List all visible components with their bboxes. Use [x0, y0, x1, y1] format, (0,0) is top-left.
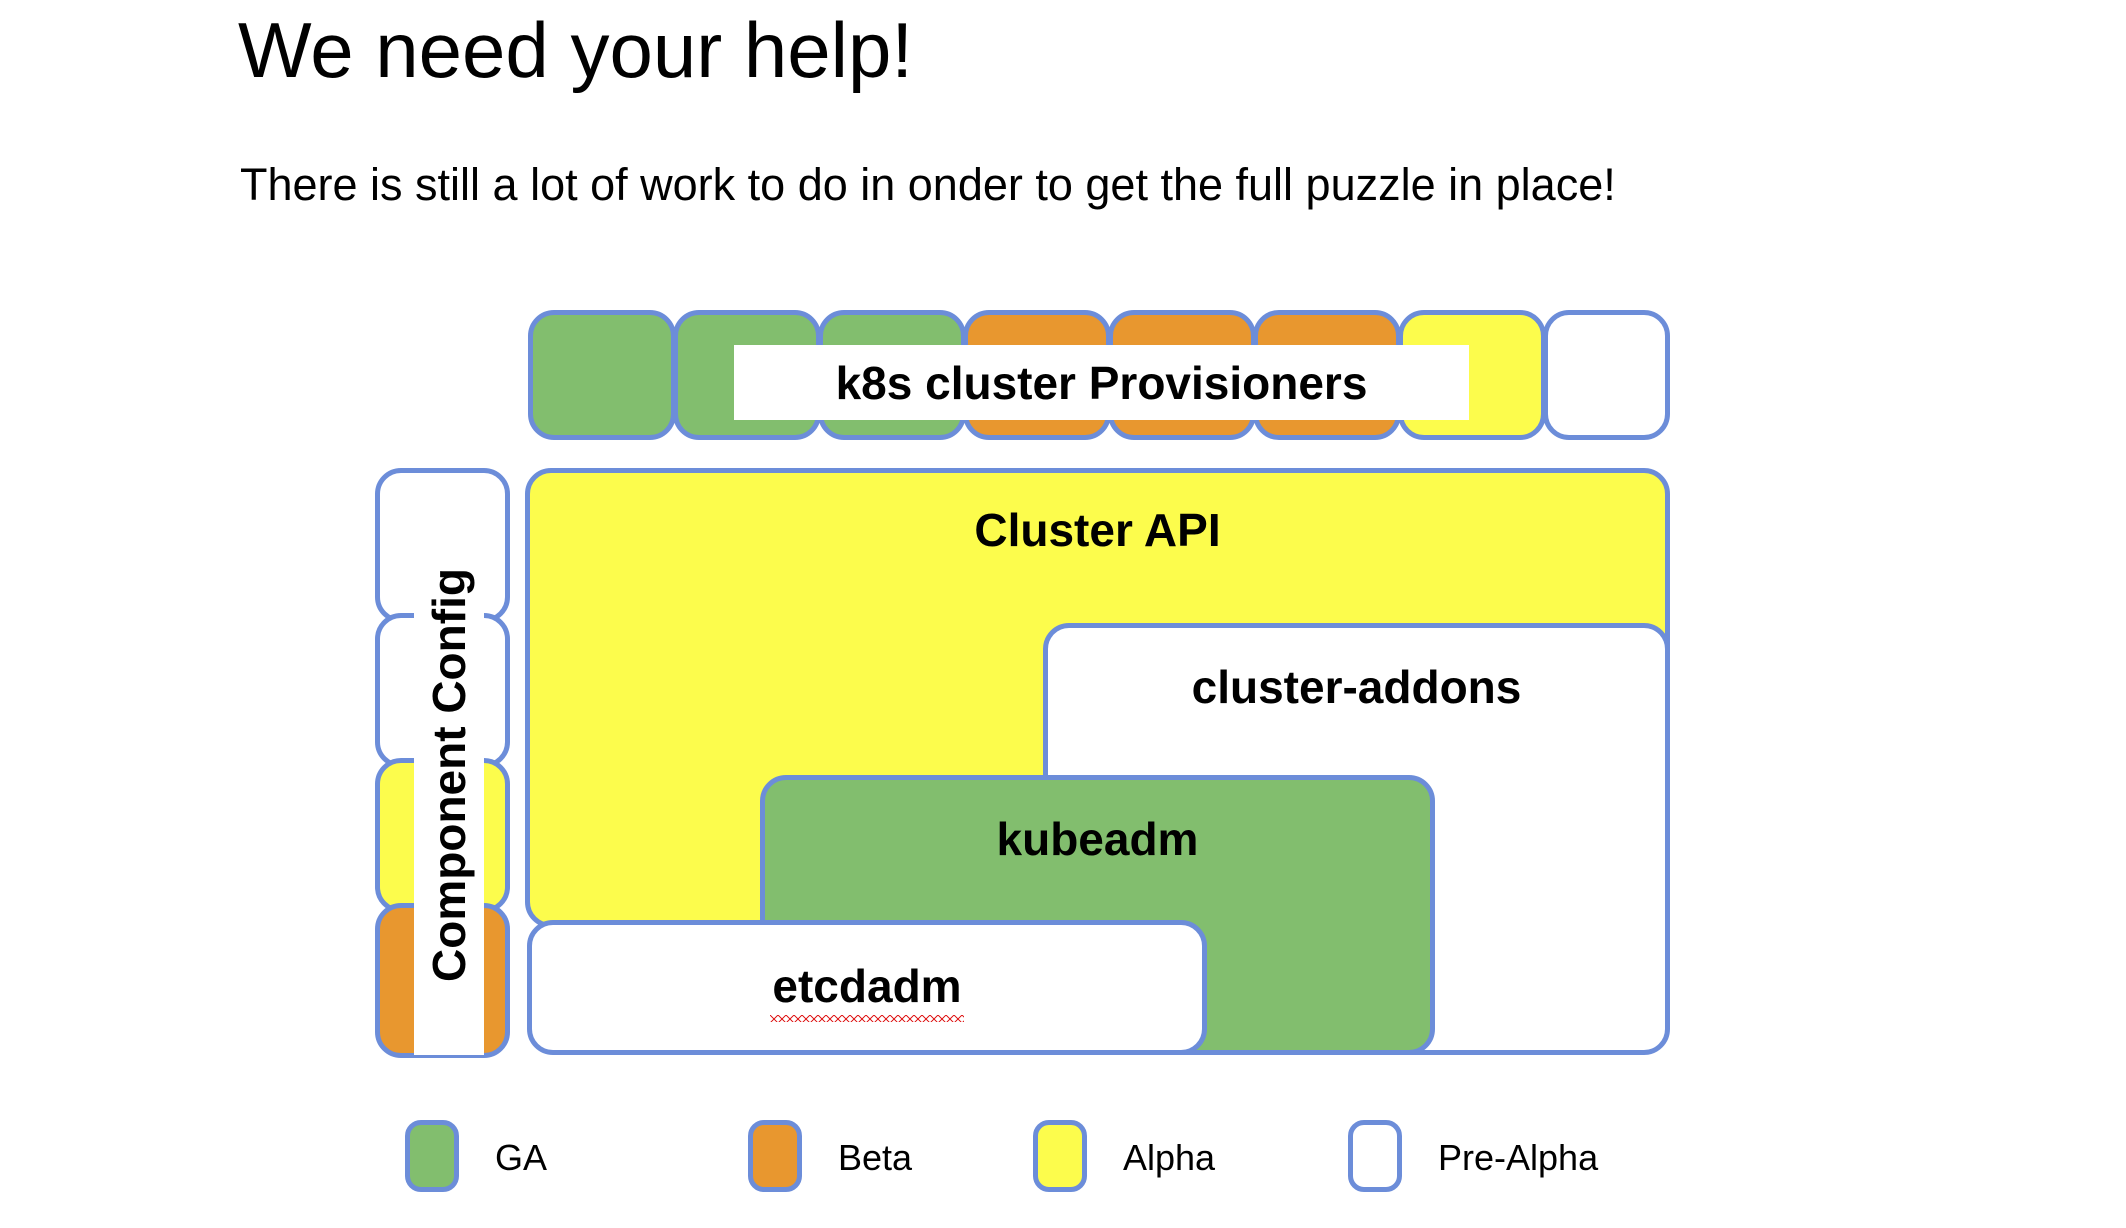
etcdadm-label: etcdadm: [532, 959, 1202, 1022]
legend-swatch-ga-icon: [405, 1120, 459, 1192]
kubeadm-label: kubeadm: [996, 813, 1199, 865]
component-config-label: Component Config: [414, 495, 484, 1055]
legend-label-ga: GA: [495, 1137, 548, 1178]
page-title: We need your help!: [238, 6, 913, 94]
legend-swatch-alpha-icon: [1033, 1120, 1087, 1192]
cluster-addons-label: cluster-addons: [1191, 661, 1522, 713]
provisioner-box-1[interactable]: [528, 310, 676, 440]
etcdadm-label-text: etcdadm: [770, 960, 964, 1022]
legend-label-alpha: Alpha: [1123, 1137, 1216, 1178]
legend-label-pre-alpha: Pre-Alpha: [1438, 1137, 1599, 1178]
puzzle-piece-etcdadm[interactable]: etcdadm: [527, 920, 1207, 1055]
provisioners-label: k8s cluster Provisioners: [734, 345, 1469, 420]
page-subtitle: There is still a lot of work to do in on…: [240, 159, 1616, 210]
cluster-api-label: Cluster API: [974, 504, 1221, 556]
provisioner-box-8[interactable]: [1543, 310, 1670, 440]
component-config-label-text: Component Config: [423, 568, 476, 982]
legend-label-beta: Beta: [838, 1137, 913, 1178]
legend: GA Beta Alpha Pre-Alpha: [0, 1120, 2126, 1200]
legend-swatch-pre-alpha-icon: [1348, 1120, 1402, 1192]
legend-swatch-beta-icon: [748, 1120, 802, 1192]
